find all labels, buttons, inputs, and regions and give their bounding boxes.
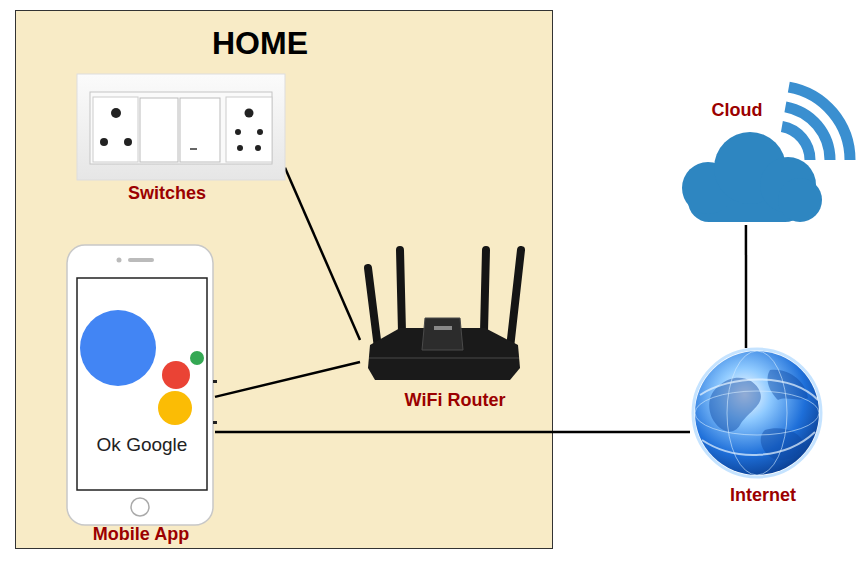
router-logo bbox=[434, 326, 452, 330]
screen-text: Ok Google bbox=[97, 434, 188, 457]
globe-figure bbox=[693, 349, 821, 477]
connector-line bbox=[745, 225, 748, 348]
phone-figure bbox=[67, 245, 217, 525]
globe-body bbox=[695, 351, 819, 475]
socket-hole bbox=[237, 145, 243, 151]
switch-rocker bbox=[140, 98, 178, 162]
socket-hole bbox=[245, 109, 254, 118]
node-label: Internet bbox=[730, 485, 796, 507]
continent bbox=[768, 370, 808, 400]
switch-board: Switches bbox=[77, 74, 285, 206]
meridian bbox=[727, 351, 787, 475]
home-region: HOME Switches Ok GoogleMobile App WiFi Rout… bbox=[15, 10, 553, 549]
plate-body bbox=[77, 74, 285, 180]
antenna bbox=[400, 250, 402, 332]
parallel bbox=[695, 391, 819, 435]
plate-frame bbox=[90, 92, 272, 164]
home-button bbox=[131, 498, 149, 516]
cloud-shape bbox=[778, 178, 822, 222]
connector-line bbox=[215, 431, 690, 434]
assistant-dot bbox=[158, 391, 192, 425]
switch-rocker bbox=[180, 98, 220, 162]
socket-hole bbox=[100, 138, 108, 146]
port-mark bbox=[213, 380, 217, 383]
cloud-service: Cloud bbox=[668, 65, 860, 225]
socket-hole bbox=[255, 145, 261, 151]
port-mark bbox=[213, 421, 217, 424]
assistant-dot bbox=[80, 310, 156, 386]
router-panel bbox=[422, 318, 463, 350]
home-ground bbox=[16, 11, 553, 549]
socket-hole bbox=[111, 108, 121, 118]
internet-globe: Internet bbox=[690, 348, 826, 508]
antenna bbox=[368, 268, 378, 348]
connector-line bbox=[215, 362, 360, 397]
router-edge bbox=[369, 357, 519, 359]
node-label: WiFi Router bbox=[405, 390, 506, 412]
signal-arc bbox=[782, 127, 810, 161]
mobile-phone: Ok GoogleMobile App bbox=[67, 245, 215, 547]
node-label: Switches bbox=[128, 183, 206, 205]
cloud-figure bbox=[682, 87, 850, 222]
wifi-router: WiFi Router bbox=[360, 240, 530, 415]
phone-screen bbox=[77, 278, 207, 490]
orbit-swirl bbox=[702, 432, 815, 455]
phone-speaker bbox=[128, 258, 154, 262]
socket bbox=[93, 97, 138, 162]
assistant-dot bbox=[162, 361, 190, 389]
socket-hole bbox=[235, 129, 241, 135]
socket-hole bbox=[257, 129, 263, 135]
region-title: HOME bbox=[212, 24, 308, 62]
connector-line bbox=[285, 168, 360, 340]
switch-plate bbox=[77, 74, 285, 180]
signal-arc bbox=[789, 87, 850, 160]
antenna bbox=[510, 250, 521, 348]
phone-body bbox=[67, 245, 213, 525]
phone-camera bbox=[117, 258, 122, 263]
antenna bbox=[484, 250, 486, 332]
switch-mark bbox=[190, 148, 197, 150]
orbit-swirl bbox=[700, 379, 818, 400]
node-label: Cloud bbox=[712, 100, 763, 122]
router-figure bbox=[368, 250, 521, 380]
socket bbox=[226, 97, 272, 162]
assistant-dot bbox=[190, 351, 204, 365]
globe-glow bbox=[693, 349, 821, 477]
node-label: Mobile App bbox=[93, 524, 189, 546]
signal-arc bbox=[785, 107, 830, 160]
socket-hole bbox=[124, 138, 132, 146]
